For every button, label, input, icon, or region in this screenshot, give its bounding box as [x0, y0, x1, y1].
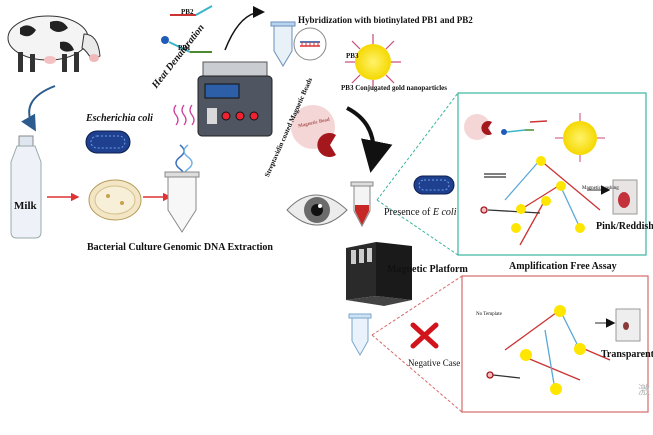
- magnetic-washing-label: Magnetic washing: [582, 186, 619, 191]
- watermark: 激: [638, 383, 651, 397]
- transparent-tube-result-icon: [615, 308, 641, 342]
- positive-gold-icon: [555, 113, 605, 162]
- positive-network: [480, 156, 601, 246]
- ecoli-presence-icon: [413, 175, 455, 195]
- pb2-probe-icon: [170, 5, 213, 16]
- pb2-label: PB2: [181, 8, 194, 16]
- presence-species: E coli: [432, 207, 457, 218]
- negative-tube-icon: [348, 313, 372, 357]
- milk-label: Milk: [14, 200, 37, 212]
- gold-nanoparticle-icon: [345, 34, 401, 90]
- bacterial-culture-label: Bacterial Culture: [87, 242, 162, 253]
- presence-label: Presence of E coli: [384, 207, 456, 218]
- hybridization-tube-icon: [270, 21, 296, 67]
- milk-bottle-icon: [10, 135, 42, 239]
- no-template-label: No Template: [476, 312, 502, 317]
- hybrid-magnifier-icon: [293, 27, 327, 61]
- eye-icon: [286, 194, 348, 226]
- negative-x-icon: [410, 322, 439, 349]
- presence-text: Presence of: [384, 207, 431, 218]
- pb1-probe-icon: [161, 36, 212, 53]
- ecoli-label: Escherichia coli: [86, 113, 153, 124]
- assay-label: Amplification Free Assay: [509, 261, 617, 272]
- positive-bead-icon: [464, 114, 548, 140]
- negative-network: [486, 305, 611, 395]
- hybridization-label: Hybridization with biotinylated PB1 and …: [298, 15, 473, 25]
- pink-label: Pink/Reddish: [596, 221, 653, 232]
- magnetic-platform-icon: [346, 242, 412, 306]
- magnetic-bead-icon: [291, 105, 336, 158]
- bacterium-icon: [85, 130, 131, 154]
- petri-dish-icon: [88, 179, 142, 221]
- pb3-label: PB3: [346, 52, 359, 60]
- gold-label: PB3 Conjugated gold nanoparticles: [341, 84, 447, 92]
- negative-label: Negative Case: [408, 358, 461, 368]
- dna-extraction-label: Genomic DNA Extraction: [163, 242, 273, 253]
- platform-label: Magnetic Platform: [387, 264, 468, 275]
- positive-tube-icon: [350, 181, 374, 228]
- water-bath-icon: [197, 61, 273, 137]
- dna-tube-icon: [164, 171, 200, 233]
- pb1-label: PB1: [178, 44, 191, 52]
- cow-icon: [7, 15, 101, 72]
- heat-icon: [173, 104, 195, 126]
- transparent-label: Transparent: [601, 349, 653, 360]
- pink-tube-result-icon: [612, 179, 638, 215]
